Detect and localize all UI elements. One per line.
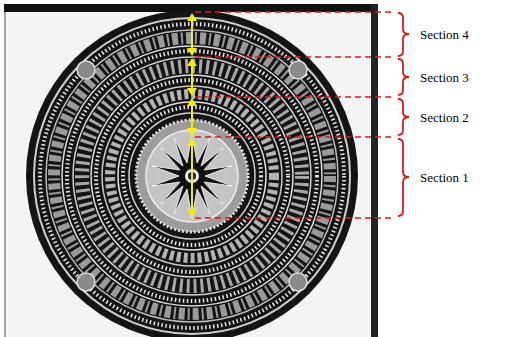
section-label: Section 4 bbox=[420, 28, 469, 41]
section-label: Section 3 bbox=[420, 71, 469, 84]
section-label: Section 2 bbox=[420, 111, 469, 124]
section-label: Section 1 bbox=[420, 171, 469, 184]
photo-edge bbox=[371, 4, 378, 337]
drum-face bbox=[26, 10, 358, 337]
section-brace bbox=[398, 13, 409, 216]
section-boundary bbox=[195, 12, 395, 218]
section-arrow bbox=[187, 13, 197, 217]
